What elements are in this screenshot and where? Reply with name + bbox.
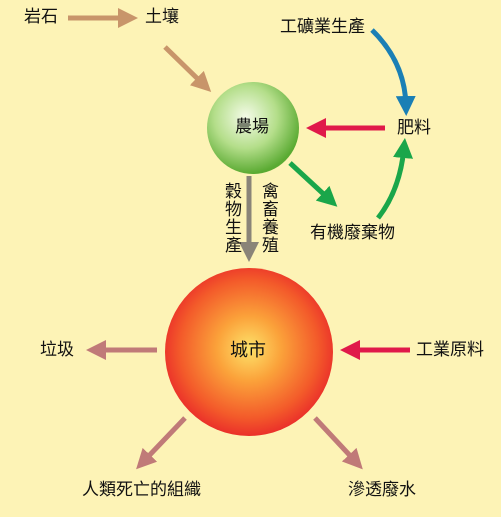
arrow-city-to-wastewater (313, 416, 363, 470)
label-livestock: 禽畜養殖 (258, 182, 278, 254)
label-fertilizer: 肥料 (397, 118, 431, 138)
arrow-organic-waste-to-fertilizer (376, 138, 414, 220)
label-soil: 土壤 (145, 7, 179, 27)
label-wastewater: 滲透廢水 (348, 480, 416, 500)
city-circle (165, 268, 333, 436)
label-rock: 岩石 (24, 7, 58, 27)
label-city: 城市 (230, 340, 266, 361)
arrow-city-to-dead-tissue (136, 416, 187, 470)
label-industrial-materials: 工業原料 (416, 340, 484, 360)
arrow-soil-to-farm (163, 45, 212, 92)
arrow-mining-to-fertilizer (370, 28, 416, 116)
label-farm: 農場 (235, 117, 269, 137)
label-organic-waste: 有機廢棄物 (310, 223, 395, 243)
farm-circle (207, 82, 299, 174)
label-dead-tissue: 人類死亡的組織 (82, 480, 201, 500)
arrow-farm-to-organic-waste (288, 161, 338, 207)
label-grain: 穀物生產 (221, 182, 241, 254)
label-mining: 工礦業生產 (280, 17, 365, 37)
label-garbage: 垃圾 (40, 340, 74, 360)
